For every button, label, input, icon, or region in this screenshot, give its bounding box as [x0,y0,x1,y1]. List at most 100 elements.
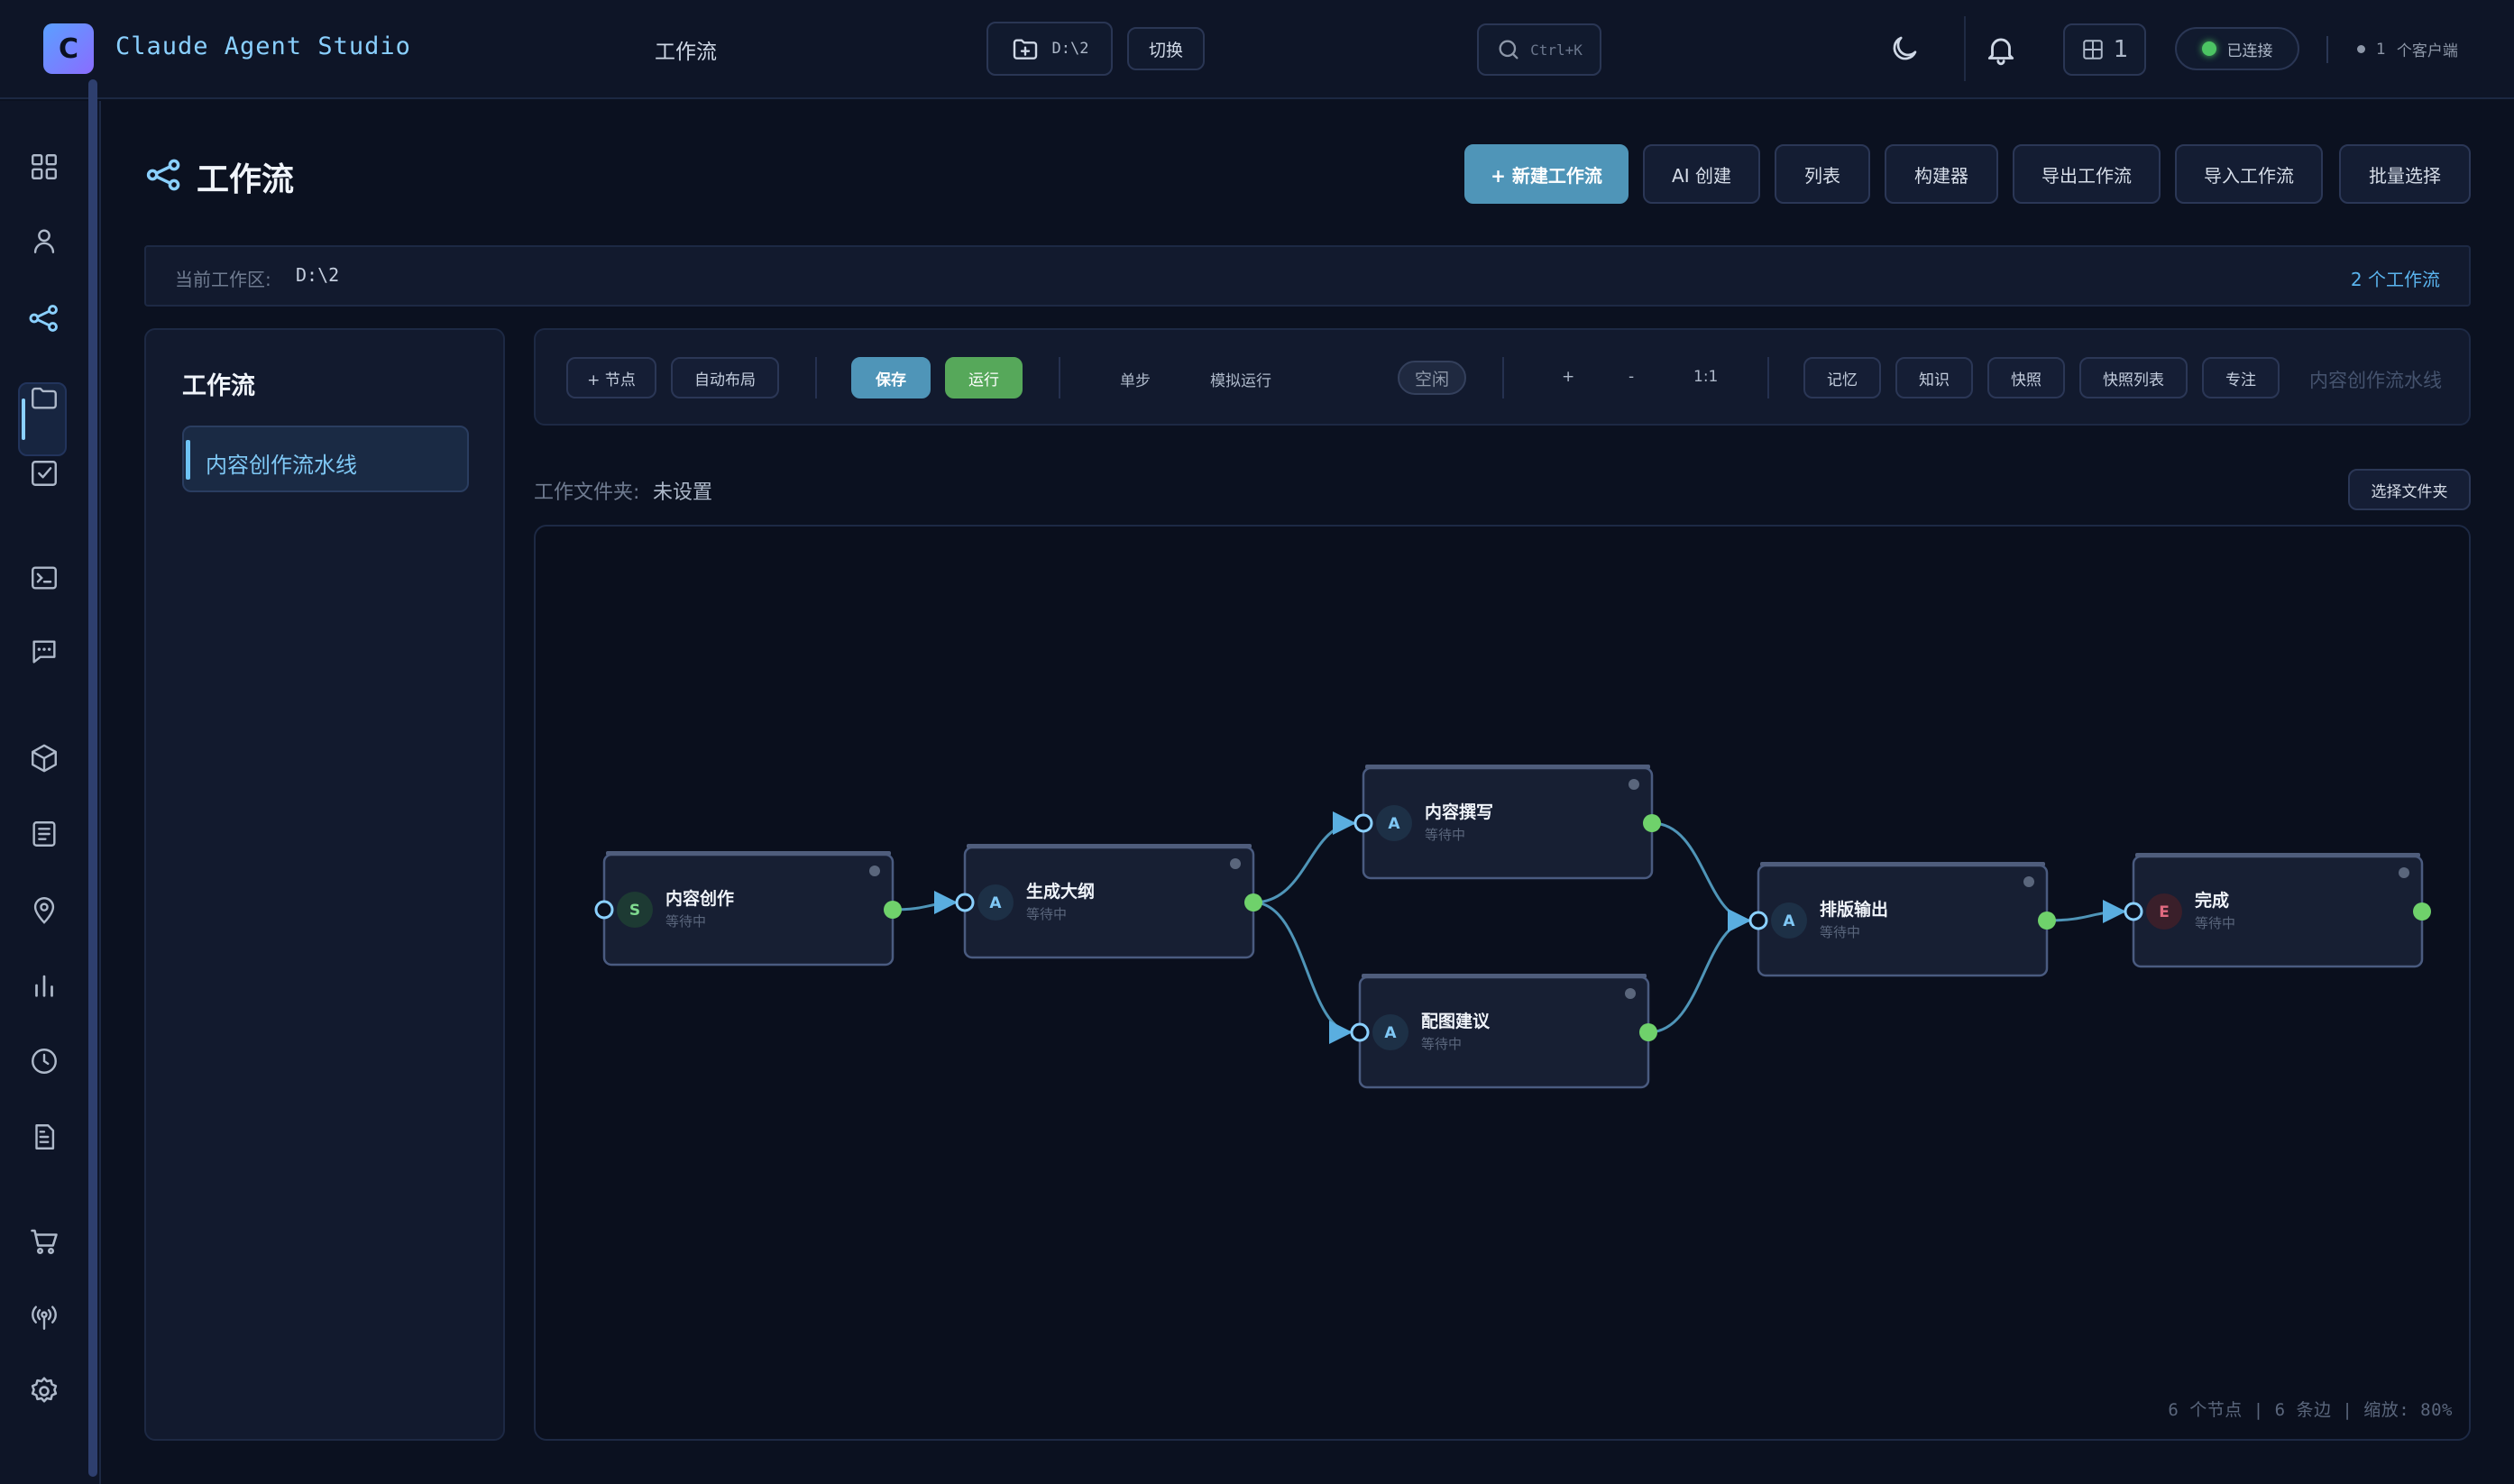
ai-create-button[interactable]: AI 创建 [1643,144,1760,204]
nav-market[interactable] [23,1221,65,1262]
edge[interactable] [892,891,959,914]
nav-files[interactable] [23,377,65,418]
node-top-bar [606,851,891,856]
edge-path[interactable] [1252,901,1353,1034]
node-status-dot [1629,779,1639,790]
canvas-stats: 6 个节点 | 6 条边 | 缩放: 80% [2168,1400,2453,1420]
auto-layout-button[interactable]: 自动布局 [671,357,779,398]
moon-icon[interactable] [1888,32,1921,65]
clock-icon [32,1049,57,1074]
client-count-label: 个客户端 [2396,42,2458,60]
bell-icon[interactable] [1984,32,2018,67]
folder-plus-icon [1013,39,1037,60]
cart-icon [31,1229,58,1255]
switch-workspace-button[interactable]: 切换 [1127,27,1205,70]
workspace-folder-button[interactable]: D:\2 [986,22,1113,76]
nav-dashboard[interactable] [23,146,65,188]
nav-stats[interactable] [23,965,65,1006]
node-output-port[interactable] [2413,902,2431,921]
edge[interactable] [1647,909,1752,1034]
node-output-port[interactable] [884,901,902,919]
nav-agents[interactable] [23,220,65,261]
nav-broadcast[interactable] [23,1296,65,1338]
workspace-folder-path: D:\2 [1051,40,1089,58]
node-output-port[interactable] [1244,893,1262,911]
workflow-list-item[interactable]: 内容创作流水线 [182,426,469,492]
nav-settings[interactable] [23,1370,65,1412]
run-button[interactable]: 运行 [945,357,1023,398]
zoom-reset-button[interactable]: 1:1 [1693,368,1719,386]
edge-path[interactable] [1647,919,1752,1034]
nav-workflow[interactable] [23,298,65,339]
active-item-indicator [186,440,190,480]
edge[interactable] [2046,900,2127,923]
nav-tasks[interactable] [23,453,65,494]
node-output-port[interactable] [1643,814,1661,832]
rail-scrollbar[interactable] [88,79,97,1477]
workflow-share-icon [146,159,180,191]
folder-icon [32,387,57,409]
nav-packages[interactable] [23,737,65,779]
node-output-port[interactable] [2038,911,2056,930]
node-input-port[interactable] [1350,1022,1370,1042]
node-input-port[interactable] [955,893,975,912]
add-node-button[interactable]: + 节点 [566,357,656,398]
rail-active-indicator [22,398,25,440]
client-count: 1 个客户端 [2357,38,2458,60]
save-button[interactable]: 保存 [851,357,931,398]
edge-path[interactable] [1651,821,1752,922]
nav-chat[interactable] [23,631,65,673]
simulate-run-button[interactable]: 模拟运行 [1210,372,1271,390]
select-folder-button[interactable]: 选择文件夹 [2348,469,2471,510]
builder-view-button[interactable]: 构建器 [1885,144,1998,204]
node-input-port[interactable] [1748,911,1768,930]
workspace-label: 当前工作区: [175,269,271,290]
toolbar-divider [815,357,817,398]
top-bar: C Claude Agent Studio 工作流 D:\2 切换 Ctrl+K… [0,0,2514,99]
node-input-port[interactable] [1353,813,1373,833]
focus-button[interactable]: 专注 [2202,357,2280,398]
snapshot-list-button[interactable]: 快照列表 [2079,357,2188,398]
node-output-port[interactable] [1639,1023,1657,1041]
snapshot-button[interactable]: 快照 [1987,357,2065,398]
layout-switch-button[interactable]: 1 [2063,23,2146,76]
nav-docs[interactable] [23,813,65,855]
workspace-bar: 当前工作区: D:\2 2 个工作流 [144,245,2471,307]
new-workflow-button[interactable]: + 新建工作流 [1464,144,1629,204]
step-button[interactable]: 单步 [1120,372,1151,390]
nav-history[interactable] [23,1040,65,1082]
node-input-port[interactable] [2124,902,2143,921]
node-type-badge [977,884,1014,921]
nav-terminal[interactable] [23,557,65,599]
edge-path[interactable] [1252,821,1357,904]
toolbar-divider [1767,357,1769,398]
connection-status[interactable]: 已连接 [2175,27,2299,70]
list-view-button[interactable]: 列表 [1775,144,1870,204]
node-type-letter: A [1388,815,1400,833]
global-search[interactable]: Ctrl+K [1477,23,1601,76]
zoom-out-button[interactable]: - [1629,368,1635,386]
memory-button[interactable]: 记忆 [1803,357,1881,398]
nav-reports[interactable] [23,1116,65,1158]
node-input-port[interactable] [594,900,614,920]
node-status: 等待中 [1421,1036,1462,1052]
search-shortcut-hint: Ctrl+K [1530,41,1583,59]
edge[interactable] [1252,811,1357,904]
zoom-in-button[interactable]: + [1562,368,1575,386]
import-workflow-button[interactable]: 导入工作流 [2175,144,2323,204]
knowledge-button[interactable]: 知识 [1895,357,1973,398]
edge[interactable] [1252,901,1353,1044]
app-logo: C [43,23,94,74]
node-status: 等待中 [1820,924,1860,940]
nav-locations[interactable] [23,889,65,930]
export-workflow-button[interactable]: 导出工作流 [2013,144,2161,204]
batch-select-button[interactable]: 批量选择 [2339,144,2471,204]
